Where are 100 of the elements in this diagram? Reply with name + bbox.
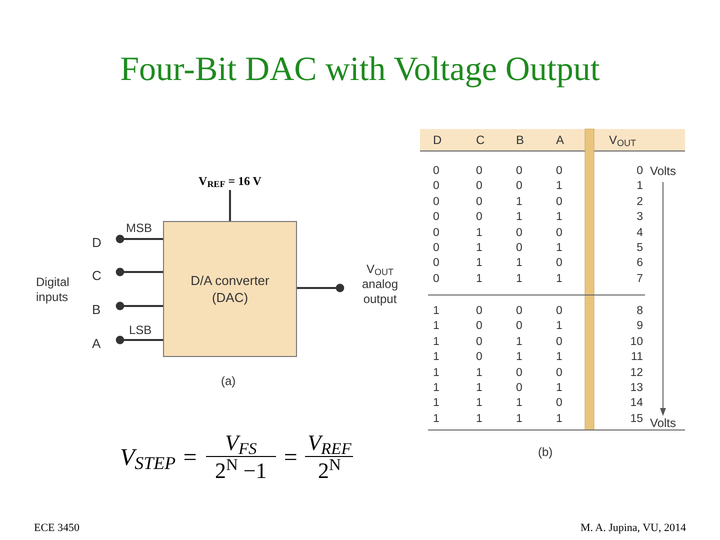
table-cell: 1 xyxy=(556,412,562,426)
block-label: D/A converter (DAC) xyxy=(190,272,270,306)
table-cell: 1 xyxy=(433,336,440,349)
table-cell-text: 7 xyxy=(636,272,643,286)
table-cell: 1 xyxy=(476,397,482,410)
table-cell: 1 xyxy=(556,242,562,255)
table-cell: 0 xyxy=(476,320,482,334)
table-cell: 0 xyxy=(556,196,562,209)
table-cell: 0 xyxy=(516,180,522,194)
table-cell: 0 xyxy=(476,211,482,224)
table-cell: 0 xyxy=(433,211,440,224)
table-cell: 1 xyxy=(556,211,562,224)
table-cell: 0 xyxy=(516,226,522,240)
table-cell: 0 xyxy=(433,242,440,255)
table-cell: 1 xyxy=(556,382,562,395)
pin-label: MSB xyxy=(126,221,152,235)
table-cell: 0 xyxy=(556,397,562,410)
table-cell-text: 13 xyxy=(629,382,643,395)
table-cell: 1 xyxy=(516,211,522,224)
table-cell-text: 14 xyxy=(629,397,643,410)
table-cell: 1 xyxy=(433,351,440,364)
group-label: Digital inputs xyxy=(36,275,70,305)
table-cell: 1 xyxy=(476,382,482,395)
table-cell: 1 xyxy=(516,351,522,364)
connector-line xyxy=(116,234,163,244)
table-cell: 0 xyxy=(476,351,482,364)
table-cell: 1 xyxy=(433,382,440,395)
connector-line xyxy=(229,190,231,221)
table-cell: 1 xyxy=(476,257,482,270)
table-cell: 0 xyxy=(516,320,522,334)
figure-caption: (a) xyxy=(221,373,236,390)
table-cell: 1 xyxy=(433,305,440,318)
table-cell: 0 xyxy=(433,165,440,178)
column-header: C xyxy=(476,133,485,147)
table-cell-text: 1 xyxy=(636,180,643,194)
connector-line xyxy=(116,336,163,344)
formula-text: 2$^{N}$ −1 xyxy=(214,457,267,485)
table-cell: 0 xyxy=(476,196,482,209)
table-cell: 1 xyxy=(516,257,522,270)
table-cell: 0 xyxy=(556,226,562,240)
table-cell: 0 xyxy=(516,366,522,380)
table-cell-text: 6 xyxy=(636,257,643,270)
table-cell: 0 xyxy=(556,305,562,318)
footer-text: ECE 3450 xyxy=(34,521,80,536)
table-cell: 1 xyxy=(476,226,482,240)
table-cell: 1 xyxy=(476,412,482,426)
table-cell: 1 xyxy=(556,351,562,364)
table-cell: 1 xyxy=(476,272,482,286)
table-cell-text: 5 xyxy=(636,242,643,255)
table-cell: 0 xyxy=(516,382,522,395)
input-terminal-label: A xyxy=(92,336,101,351)
formula-text: = xyxy=(284,444,298,472)
table-cell-text: 12 xyxy=(629,366,643,380)
connector-line xyxy=(116,268,163,276)
unit-label: Volts xyxy=(650,416,676,430)
table-cell: 0 xyxy=(516,242,522,255)
table-cell: 0 xyxy=(433,226,440,240)
column-header: A xyxy=(556,133,564,147)
table-cell-text: 0 xyxy=(636,165,643,178)
table-cell-text: 3 xyxy=(636,211,643,224)
table-cell-text: 15 xyxy=(629,412,643,426)
input-terminal-label: D xyxy=(92,235,102,250)
table-cell: 0 xyxy=(556,257,562,270)
table-cell-text: 8 xyxy=(636,305,643,318)
table-cell: 1 xyxy=(516,397,522,410)
table-cell: 0 xyxy=(476,165,482,178)
footer-text: M. A. Jupina, VU, 2014 xyxy=(580,521,686,536)
table-cell: 0 xyxy=(476,336,482,349)
table-cell: 0 xyxy=(516,305,522,318)
table-cell: 0 xyxy=(556,366,562,380)
table-cell-text: 9 xyxy=(636,320,643,334)
table-cell: 0 xyxy=(556,165,562,178)
table-cell: 1 xyxy=(433,397,440,410)
table-cell-text: 10 xyxy=(629,336,643,349)
input-terminal-label: B xyxy=(92,302,101,317)
unit-label: Volts xyxy=(650,164,676,178)
slide-title: Four-Bit DAC with Voltage Output xyxy=(119,50,601,90)
formula-text: V$_{REF}$ xyxy=(308,430,352,456)
table-cell: 1 xyxy=(516,336,522,349)
table-cell: 1 xyxy=(433,366,440,380)
table-cell: 1 xyxy=(556,272,562,286)
table-cell: 0 xyxy=(476,180,482,194)
table-cell: 1 xyxy=(516,412,522,426)
connector-line xyxy=(116,302,163,310)
converter-block xyxy=(163,221,297,357)
reference-voltage-label: V$_{REF}$ = 16 V xyxy=(198,173,262,190)
table-cell: 1 xyxy=(433,412,440,426)
table-cell: 1 xyxy=(476,242,482,255)
table-cell: 0 xyxy=(433,196,440,209)
table-cell: 0 xyxy=(433,272,440,286)
formula-text: V$_{STEP}$ = xyxy=(120,444,198,475)
table-cell: 0 xyxy=(556,336,562,349)
table-cell: 1 xyxy=(433,320,440,334)
table-cell: 1 xyxy=(556,180,562,194)
table-cell: 1 xyxy=(516,272,522,286)
table-cell: 0 xyxy=(476,305,482,318)
output-label: V$_{OUT}$ analog output xyxy=(360,262,400,308)
table-cell: 0 xyxy=(433,180,440,194)
column-header: D xyxy=(433,133,442,147)
pin-label: LSB xyxy=(129,323,152,337)
